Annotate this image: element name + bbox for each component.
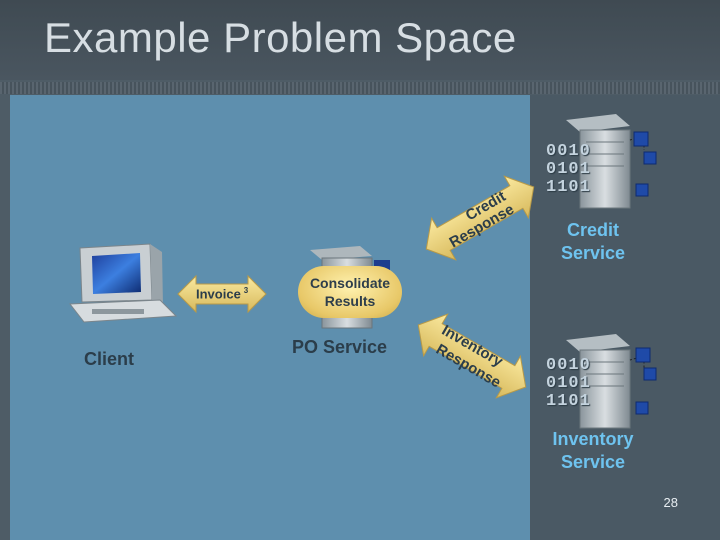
inventory-response-arrow xyxy=(417,313,527,399)
inventory-server-icon xyxy=(566,334,657,429)
client-label: Client xyxy=(84,349,135,369)
credit-binary-line: 0010 xyxy=(546,142,591,161)
callout-line1: Consolidate xyxy=(309,275,391,291)
credit-server-icon xyxy=(566,114,657,209)
title-bar xyxy=(0,0,720,80)
inventory-binary-line: 0010 xyxy=(546,356,591,375)
credit-binary-code: 0010 0101 1101 xyxy=(546,143,591,197)
page-number: 28 xyxy=(663,495,678,510)
invoice-arrow xyxy=(177,274,267,314)
po-service-label: PO Service xyxy=(292,337,388,357)
consolidate-results-callout: Consolidate Results xyxy=(298,266,402,318)
decorative-stripe xyxy=(0,82,720,94)
inventory-binary-line: 1101 xyxy=(546,392,591,411)
invoice-superscript: 3 xyxy=(243,286,249,295)
inventory-service-label: Inventory Service xyxy=(552,429,634,472)
callout-line2: Results xyxy=(324,293,376,309)
credit-service-label: Credit Service xyxy=(560,220,626,263)
credit-binary-line: 1101 xyxy=(546,178,591,197)
credit-binary-line: 0101 xyxy=(546,160,591,179)
invoice-text: Invoice xyxy=(196,286,241,302)
credit-response-arrow xyxy=(425,175,535,261)
inventory-binary-line: 0101 xyxy=(546,374,591,393)
computer-icon xyxy=(69,243,178,323)
slide-title: Example Problem Space xyxy=(44,14,517,61)
inventory-binary-code: 0010 0101 1101 xyxy=(546,357,591,411)
